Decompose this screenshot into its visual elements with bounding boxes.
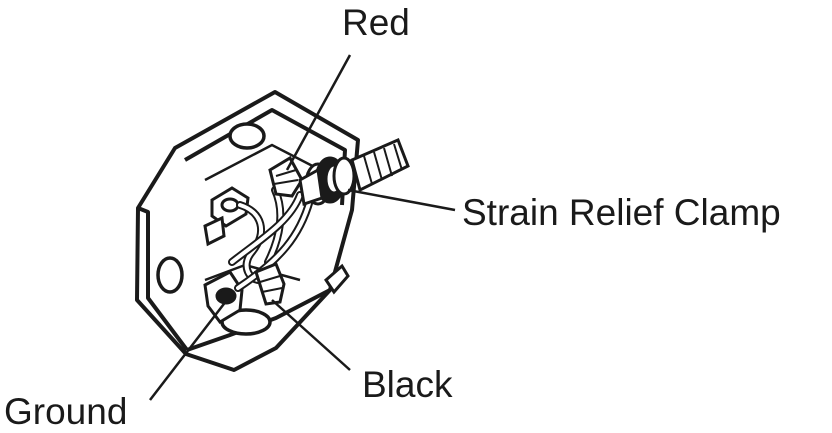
wire-3-fill xyxy=(230,193,302,264)
mounting-tab-right xyxy=(324,263,350,295)
label-red: Red xyxy=(342,2,410,43)
leader-ground xyxy=(149,295,231,401)
leader-red xyxy=(285,54,352,171)
wire-4-fill xyxy=(236,198,312,290)
wire-nut-black xyxy=(254,262,286,306)
cable xyxy=(350,138,410,193)
wire-nut-red xyxy=(268,155,304,198)
leader-black xyxy=(271,299,351,371)
interior-back-wall xyxy=(204,143,331,182)
strain-relief-clamp xyxy=(298,156,356,206)
top-knockout-hole xyxy=(228,122,266,150)
box-left-face xyxy=(137,206,189,352)
mounting-screw-left xyxy=(203,186,250,247)
label-ground: Ground xyxy=(4,391,128,432)
side-knockout-hole xyxy=(156,256,184,294)
leader-lines xyxy=(149,54,456,401)
leader-strain-relief xyxy=(347,188,456,212)
label-strain-relief-clamp: Strain Relief Clamp xyxy=(462,192,781,233)
wires xyxy=(228,186,314,292)
ground-screw xyxy=(203,270,244,324)
label-black: Black xyxy=(362,364,453,405)
